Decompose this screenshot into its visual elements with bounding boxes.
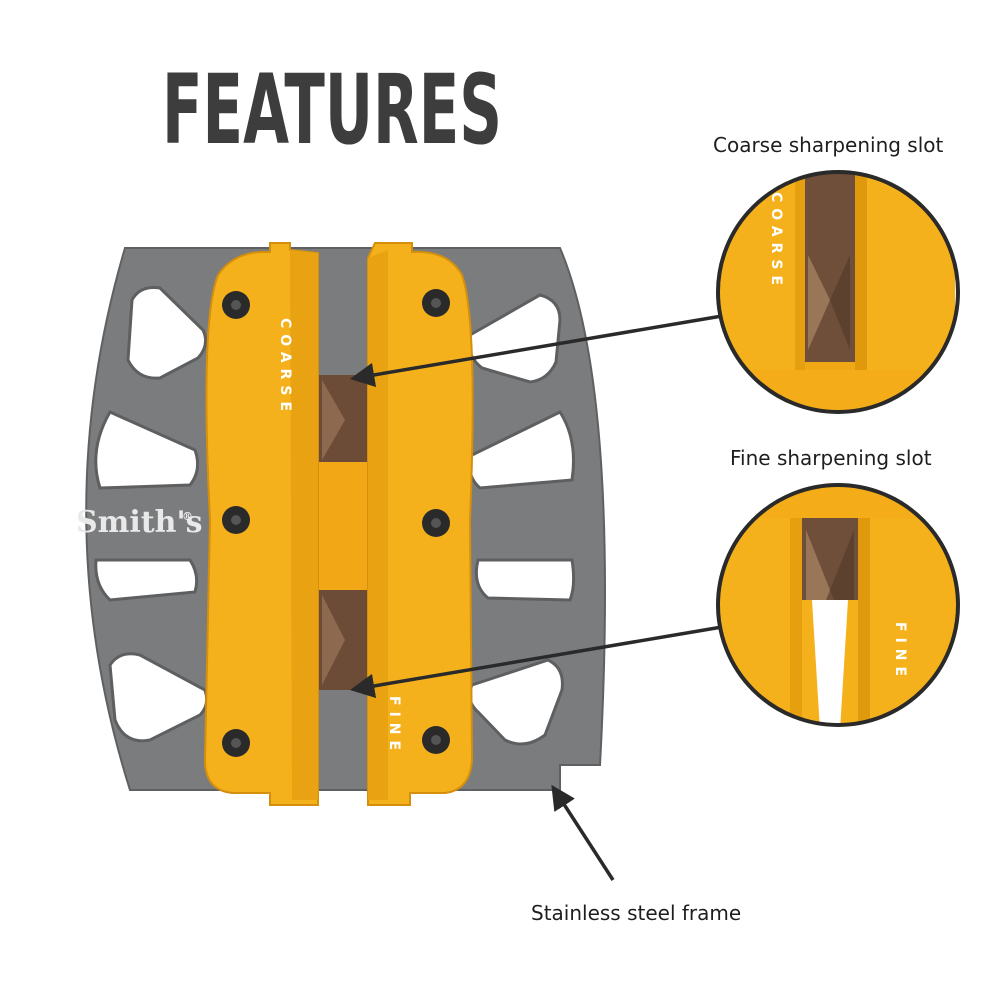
fine-slot-arrow-icon	[349, 625, 723, 699]
hex-socket-screw-icon	[422, 289, 450, 317]
page-title: FEATURES	[162, 54, 502, 166]
frame-cutouts-left	[94, 286, 209, 743]
hex-socket-screw-icon	[422, 726, 450, 754]
zoom-coarse-label: COARSE	[768, 192, 784, 291]
fine-slot-label: FINE	[386, 696, 402, 756]
hex-socket-screw-icon	[222, 291, 250, 319]
brand-trademark: ®	[182, 510, 193, 523]
hex-socket-screw-icon	[222, 729, 250, 757]
right-yellow-housing	[367, 242, 474, 806]
sharpener-product: Smith's ®	[76, 242, 606, 806]
hex-socket-screw-icon	[222, 506, 250, 534]
fine-callout-label: Fine sharpening slot	[730, 446, 932, 470]
coarse-slot-arrow-icon	[349, 314, 723, 388]
frame-callout-label: Stainless steel frame	[531, 901, 741, 925]
coarse-slot-zoom: COARSE	[716, 170, 960, 414]
fine-slot-zoom: FINE	[716, 483, 960, 727]
left-yellow-housing	[203, 242, 319, 806]
brand-logo: Smith's	[76, 505, 203, 540]
coarse-slot-label: COARSE	[277, 318, 293, 417]
frame-cutouts-right	[467, 293, 576, 746]
coarse-callout-label: Coarse sharpening slot	[713, 133, 944, 157]
hex-socket-screw-icon	[422, 509, 450, 537]
frame-arrow-icon	[551, 784, 615, 881]
zoom-fine-label: FINE	[892, 622, 908, 682]
center-bridge	[312, 462, 374, 590]
